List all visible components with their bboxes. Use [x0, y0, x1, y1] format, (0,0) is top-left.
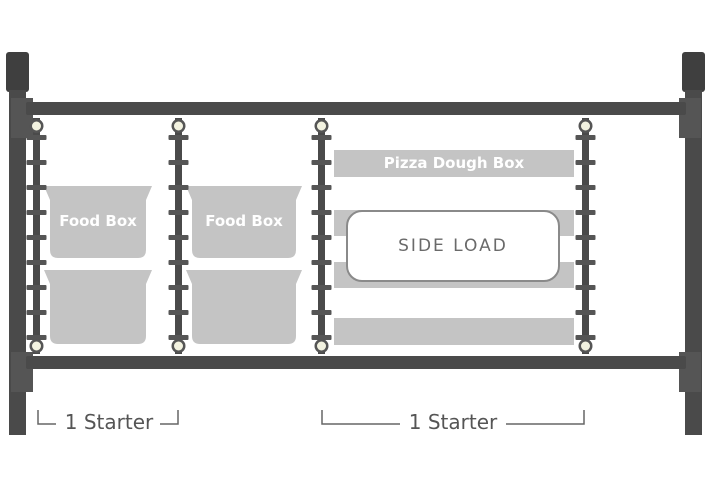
- rung: [168, 210, 189, 215]
- rung: [26, 260, 47, 265]
- bottom-rail: [26, 356, 686, 369]
- bolt-light: [581, 341, 590, 351]
- rung: [26, 235, 47, 240]
- rung: [168, 185, 189, 190]
- rung: [26, 185, 47, 190]
- rung: [311, 185, 332, 190]
- rung: [26, 135, 47, 140]
- starter-right-label: 1 Starter: [402, 410, 504, 434]
- starter-left: 1 Starter: [40, 408, 178, 436]
- rung: [311, 260, 332, 265]
- bolt-light: [32, 341, 41, 351]
- rung: [311, 335, 332, 340]
- rung: [311, 285, 332, 290]
- rung: [26, 210, 47, 215]
- top-rail: [26, 102, 686, 115]
- rung: [168, 285, 189, 290]
- starter-left-label: 1 Starter: [58, 410, 160, 434]
- rung: [168, 135, 189, 140]
- rung: [168, 310, 189, 315]
- rung: [168, 160, 189, 165]
- rung: [575, 210, 596, 215]
- rung: [311, 160, 332, 165]
- bolt-light: [174, 121, 183, 131]
- side-load-panel: SIDE LOAD: [346, 210, 560, 282]
- rung: [311, 210, 332, 215]
- starter-right: 1 Starter: [322, 408, 584, 436]
- bolt-light: [174, 341, 183, 351]
- rung: [311, 235, 332, 240]
- rung: [575, 135, 596, 140]
- rung: [311, 310, 332, 315]
- food-box-label-2: Food Box: [205, 212, 283, 230]
- bolt-light: [317, 121, 326, 131]
- rung: [575, 185, 596, 190]
- bolt-light: [581, 121, 590, 131]
- food-box-group-2: [186, 186, 302, 344]
- rung: [26, 285, 47, 290]
- food-box-label-1: Food Box: [59, 212, 137, 230]
- rung: [575, 260, 596, 265]
- starter-bracket-right: [321, 410, 585, 425]
- rung: [575, 285, 596, 290]
- bolt-light: [32, 121, 41, 131]
- starter-bracket-left: [37, 410, 179, 425]
- side-load-label: SIDE LOAD: [398, 236, 508, 256]
- rung: [575, 235, 596, 240]
- bolt-light: [317, 341, 326, 351]
- rail-rungs: [26, 135, 596, 340]
- rung: [575, 335, 596, 340]
- left-post: [6, 52, 33, 435]
- food-box-group-1: [44, 186, 152, 344]
- rung: [168, 335, 189, 340]
- rung: [168, 235, 189, 240]
- rung: [26, 310, 47, 315]
- rail-bolts: [29, 119, 593, 353]
- rung: [26, 335, 47, 340]
- pizza-dough-box-label: Pizza Dough Box: [383, 154, 525, 172]
- right-post: [679, 52, 705, 435]
- rung: [26, 160, 47, 165]
- rung: [575, 310, 596, 315]
- rung: [168, 260, 189, 265]
- rung: [311, 135, 332, 140]
- rung: [575, 160, 596, 165]
